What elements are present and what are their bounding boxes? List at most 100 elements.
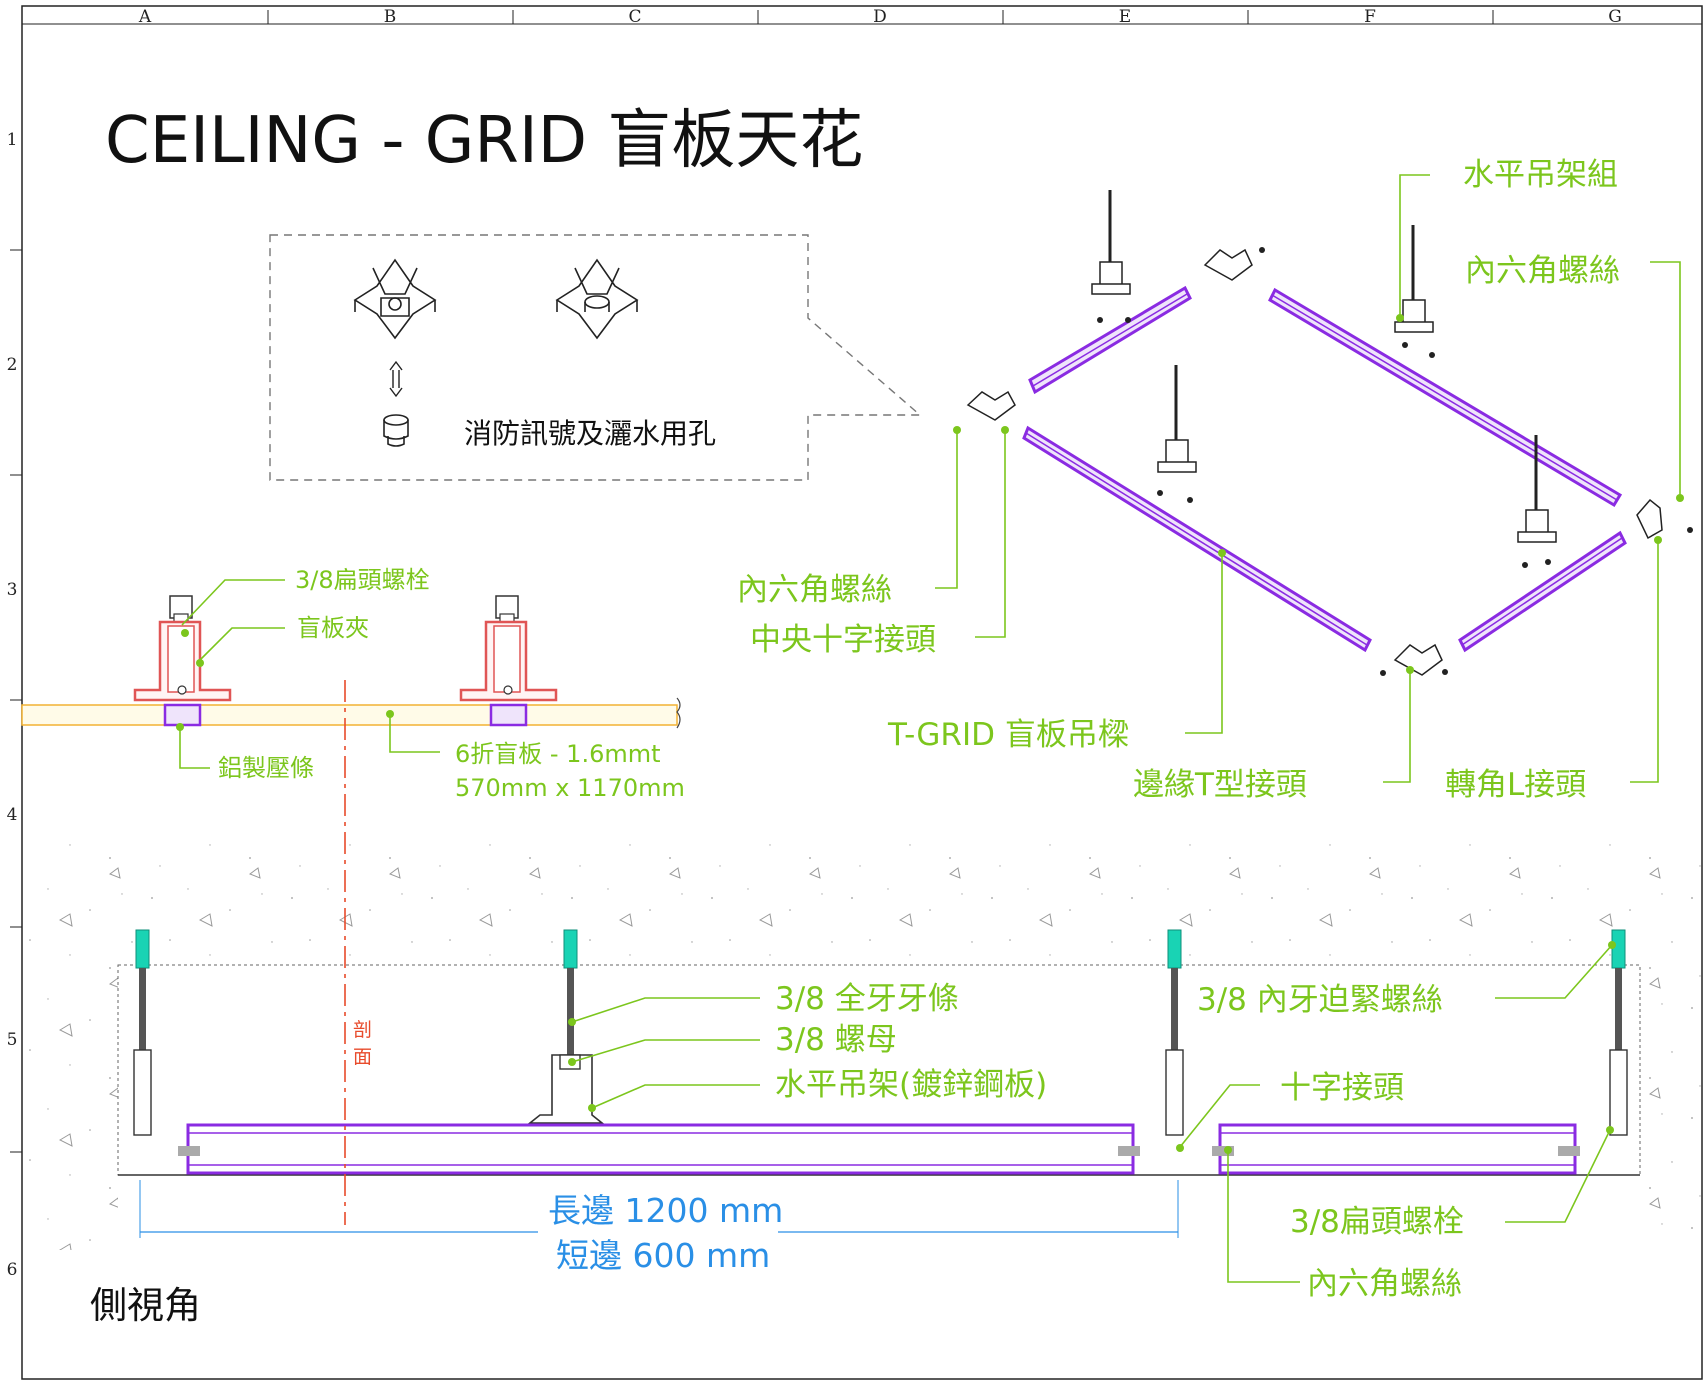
label-long-side: 長邊 1200 mm bbox=[548, 1191, 783, 1230]
t-grid-rail bbox=[1268, 287, 1623, 508]
section-mark-1: 剖 bbox=[353, 1019, 372, 1041]
label-hex-screw-left: 內六角螺絲 bbox=[737, 572, 892, 608]
leader-line bbox=[591, 1084, 760, 1109]
cross-joint-icon bbox=[353, 258, 437, 340]
horizontal-hanger bbox=[527, 1054, 605, 1124]
fire-sprinkler-inset: 消防訊號及灑水用孔 bbox=[269, 234, 922, 481]
leader-line bbox=[1505, 1129, 1611, 1223]
label-aluminum-strip: 鋁製壓條 bbox=[218, 754, 314, 782]
leader-line bbox=[1179, 1084, 1260, 1148]
leader-dot bbox=[386, 710, 394, 718]
iso-joints bbox=[966, 248, 1663, 676]
leader-line bbox=[179, 725, 210, 769]
grid-row-1: 1 bbox=[7, 130, 18, 150]
leader-dot bbox=[1676, 494, 1684, 502]
blind-clip-assembly bbox=[459, 595, 558, 727]
label-coupling-nut: 3/8 內牙迫緊螺絲 bbox=[1197, 982, 1443, 1018]
label-edge-t-joint: 邊緣T型接頭 bbox=[1133, 767, 1307, 803]
leader-dot bbox=[1654, 536, 1662, 544]
label-flat-head-bolt: 3/8扁頭螺栓 bbox=[295, 566, 430, 594]
fire-sprinkler-hole-note: 消防訊號及灑水用孔 bbox=[464, 417, 716, 450]
concrete-slab bbox=[22, 838, 1702, 1250]
label-threaded-rod: 3/8 全牙牙條 bbox=[775, 981, 959, 1017]
grid-column-e: E bbox=[1119, 7, 1131, 27]
leader-line bbox=[181, 579, 285, 626]
grid-column-c: C bbox=[628, 7, 641, 27]
leader-dot bbox=[953, 426, 961, 434]
section-mark-2: 面 bbox=[353, 1046, 372, 1068]
leader-line bbox=[1383, 670, 1411, 783]
leader-line bbox=[1630, 540, 1659, 783]
threaded-rods bbox=[1108, 190, 1538, 515]
leader-line bbox=[935, 430, 958, 589]
side-view-caption: 側視角 bbox=[90, 1284, 201, 1327]
grid-row-5: 5 bbox=[7, 1030, 18, 1050]
leader-dot bbox=[1001, 426, 1009, 434]
leader-dot bbox=[1608, 941, 1616, 949]
grid-column-b: B bbox=[384, 7, 397, 27]
hanger-brackets bbox=[1091, 261, 1557, 543]
leader-line bbox=[571, 1039, 760, 1063]
leader-line bbox=[1650, 261, 1681, 500]
leader-dot bbox=[1224, 1146, 1232, 1154]
grid-column-f: F bbox=[1364, 7, 1376, 27]
label-hex-screw-right: 內六角螺絲 bbox=[1465, 253, 1620, 289]
leader-dot bbox=[1176, 1144, 1184, 1152]
row-ticks bbox=[10, 249, 22, 1153]
isometric-assembly: 水平吊架組 內六角螺絲 內六角螺絲 中央十字接頭 T-GRID 盲板吊樑 邊緣T… bbox=[737, 157, 1693, 803]
column-ticks bbox=[267, 10, 1494, 24]
side-screws bbox=[178, 1146, 1580, 1156]
leader-dot bbox=[1396, 314, 1404, 322]
leader-dot bbox=[1606, 1126, 1614, 1134]
grid-row-4: 4 bbox=[7, 805, 18, 825]
leader-line bbox=[1495, 944, 1613, 999]
grommet-plug-icon bbox=[383, 414, 409, 447]
t-grid-rail bbox=[1458, 530, 1627, 653]
side-rail bbox=[1218, 1123, 1577, 1175]
leader-line bbox=[1185, 553, 1223, 734]
grid-row-6: 6 bbox=[7, 1260, 18, 1280]
blind-clip-assembly bbox=[133, 595, 232, 727]
label-nut: 3/8 螺母 bbox=[775, 1022, 897, 1058]
grid-row-2: 2 bbox=[7, 355, 18, 375]
grid-column-g: G bbox=[1608, 7, 1622, 27]
label-side-flat-head-bolt: 3/8扁頭螺栓 bbox=[1290, 1204, 1464, 1240]
label-panel-size: 570mm x 1170mm bbox=[455, 774, 685, 802]
section-detail: 3/8扁頭螺栓 盲板夾 鋁製壓條 6折盲板 - 1.6mmt 570mm x 1… bbox=[21, 566, 685, 802]
label-cross-joint: 十字接頭 bbox=[1280, 1070, 1404, 1106]
leader-dot bbox=[568, 1058, 576, 1066]
t-grid-rail bbox=[1022, 425, 1372, 653]
grid-column-a: A bbox=[138, 7, 152, 27]
side-rail bbox=[186, 1123, 1135, 1175]
side-view: 剖 面 長邊 1200 mm 短邊 600 mm 3/8 全牙牙條 3/8 螺母… bbox=[22, 680, 1702, 1327]
label-blind-clip: 盲板夾 bbox=[297, 614, 369, 642]
leader-dot bbox=[181, 629, 189, 637]
dimension-label-bg bbox=[538, 1185, 778, 1273]
label-center-cross-joint: 中央十字接頭 bbox=[750, 622, 936, 658]
page-title: CEILING - GRID 盲板天花 bbox=[105, 104, 863, 178]
double-arrow-icon bbox=[389, 360, 403, 398]
cross-joint-with-hole-icon bbox=[555, 258, 639, 340]
threaded-rod-set bbox=[133, 929, 1628, 1136]
t-grid-rail bbox=[1028, 285, 1192, 395]
leader-line bbox=[1399, 174, 1430, 318]
leader-line bbox=[1227, 1150, 1300, 1283]
label-t-grid-beam: T-GRID 盲板吊樑 bbox=[887, 717, 1129, 753]
leader-line bbox=[571, 997, 760, 1023]
sheet-border bbox=[21, 5, 1703, 1380]
blind-panel bbox=[21, 704, 678, 726]
label-horizontal-hanger-set: 水平吊架組 bbox=[1463, 157, 1618, 193]
label-side-hex-screw: 內六角螺絲 bbox=[1307, 1266, 1462, 1302]
leader-dot bbox=[588, 1104, 596, 1112]
leader-dot bbox=[1218, 549, 1226, 557]
label-panel-spec: 6折盲板 - 1.6mmt bbox=[455, 740, 661, 768]
leader-dot bbox=[568, 1018, 576, 1026]
label-short-side: 短邊 600 mm bbox=[556, 1236, 770, 1275]
leader-line bbox=[389, 715, 440, 753]
label-horizontal-hanger: 水平吊架(鍍鋅鋼板) bbox=[775, 1067, 1047, 1103]
leader-dot bbox=[176, 723, 184, 731]
iso-screws bbox=[1097, 247, 1693, 676]
grid-column-d: D bbox=[873, 7, 887, 27]
grid-row-3: 3 bbox=[7, 580, 18, 600]
